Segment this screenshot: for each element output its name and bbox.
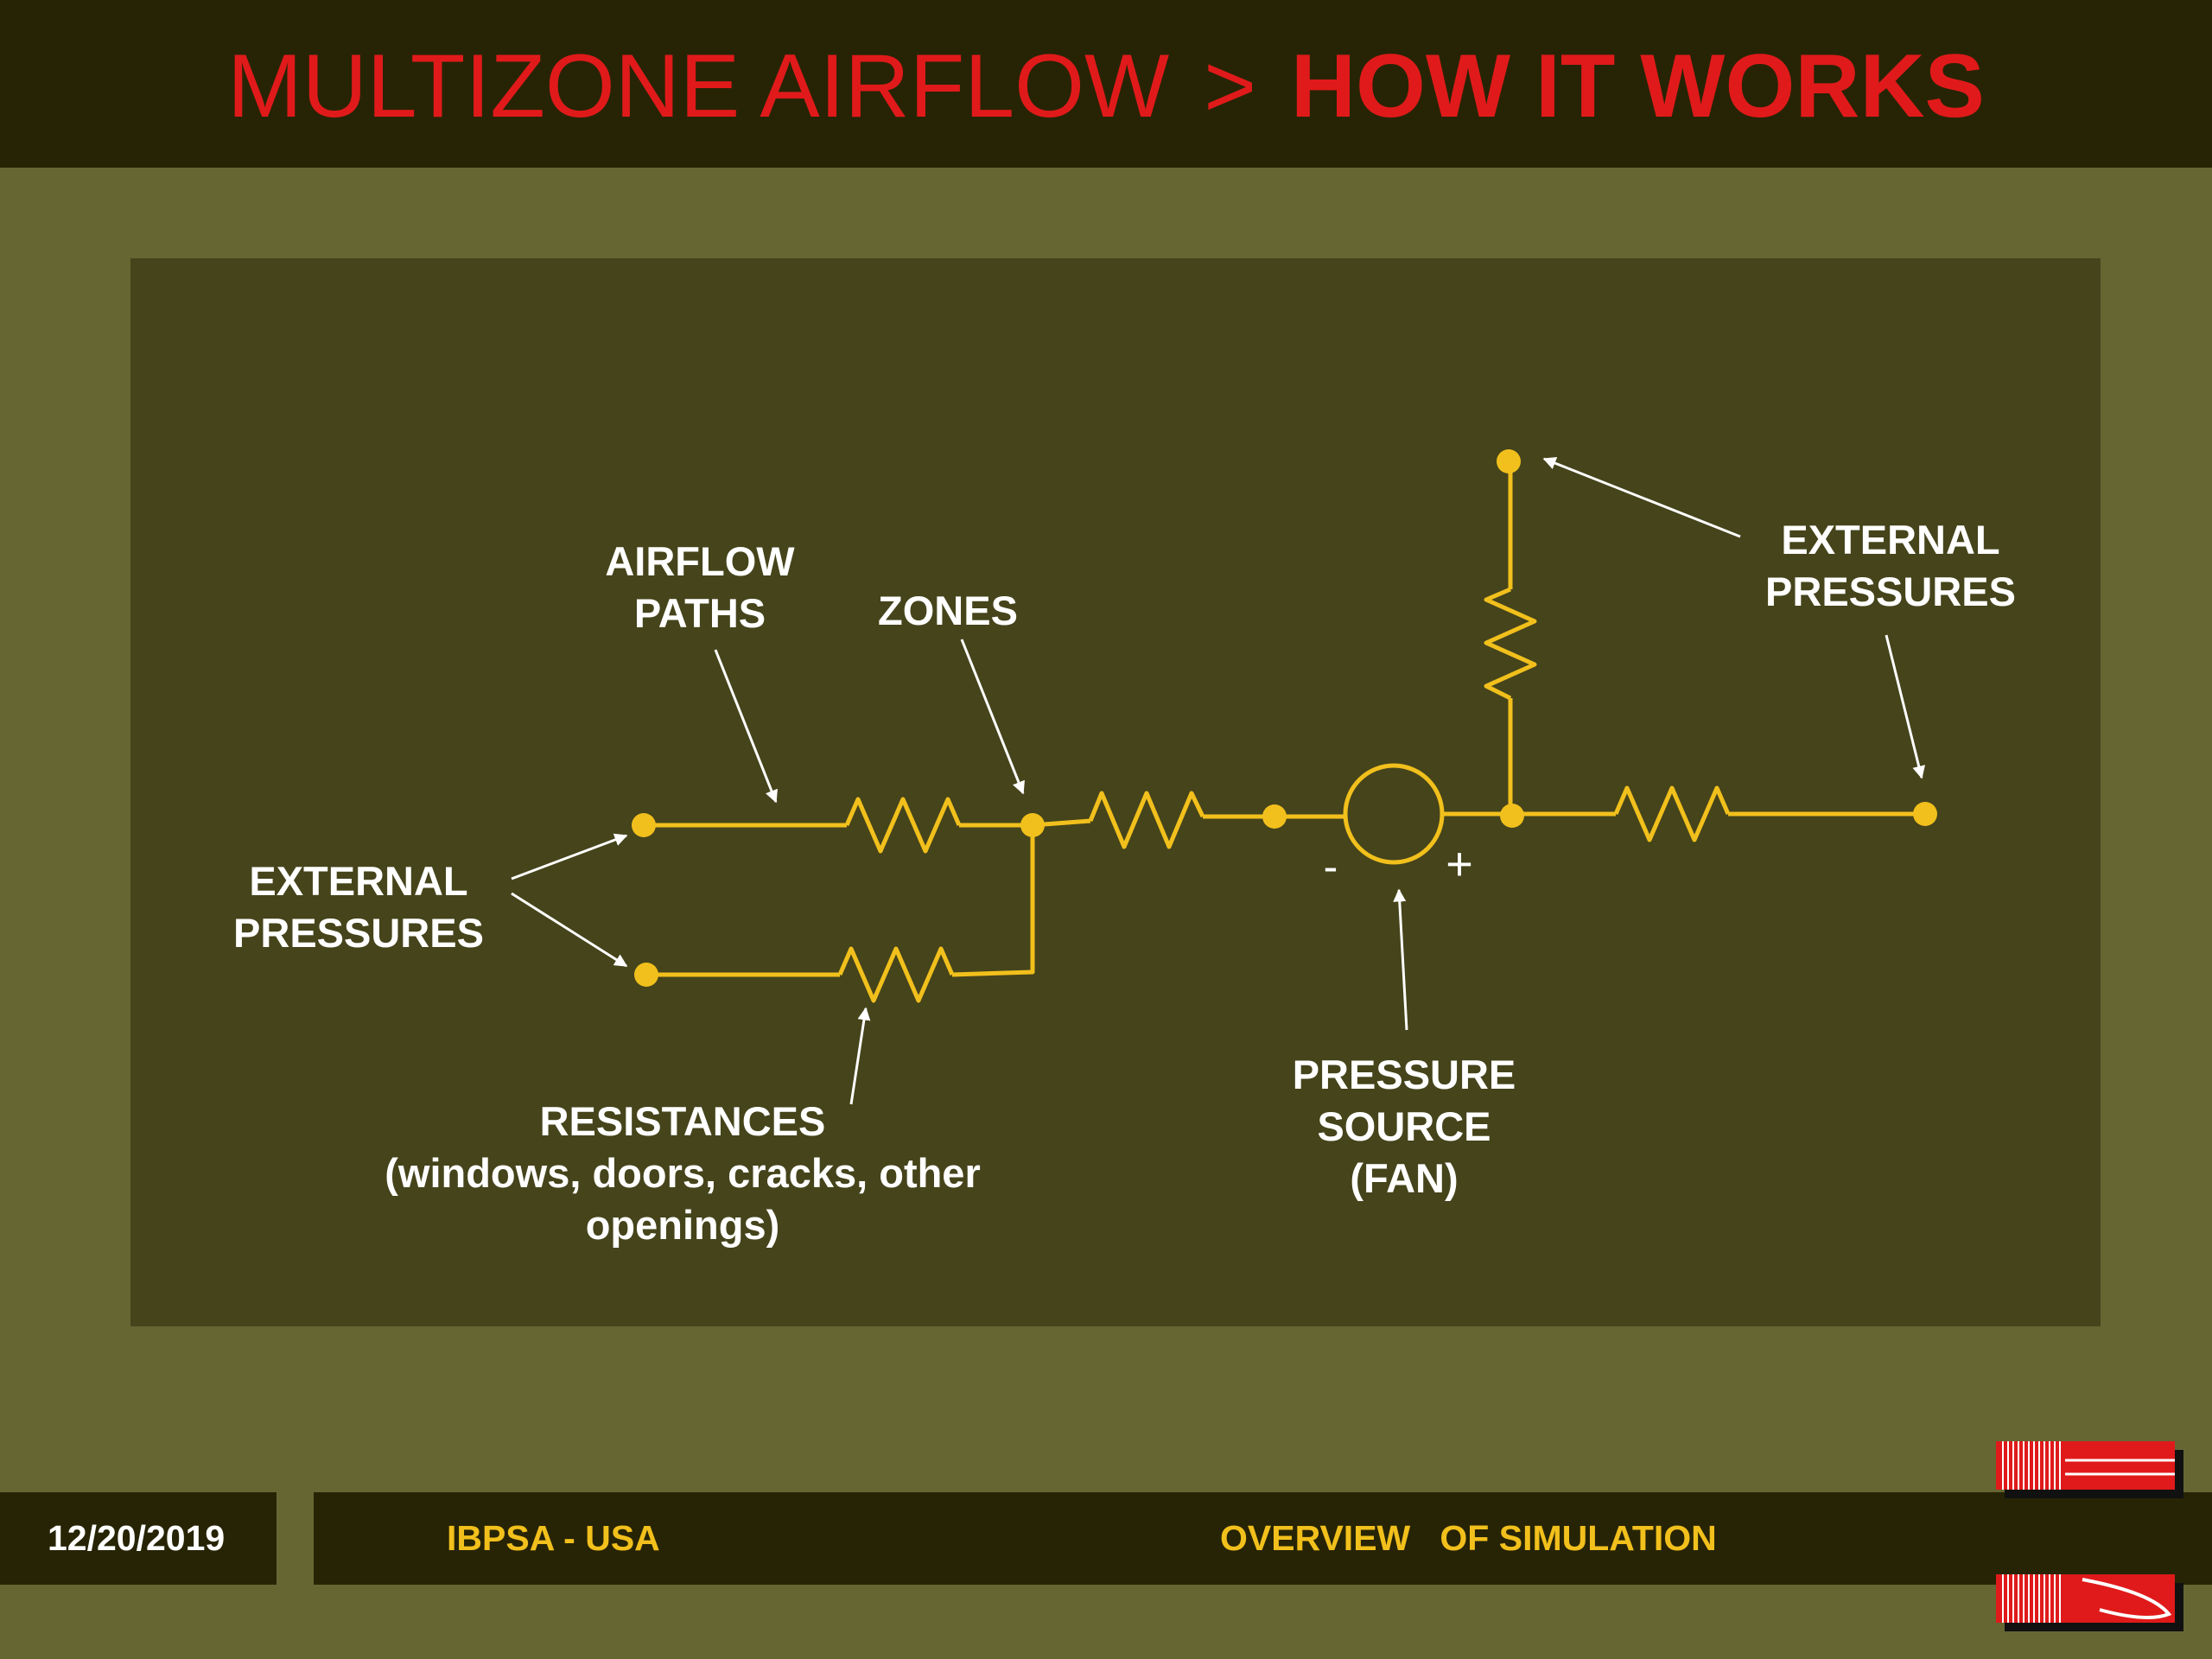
label-line: (FAN) <box>1350 1155 1459 1201</box>
label-resistances: RESISTANCES (windows, doors, cracks, oth… <box>337 1096 1028 1251</box>
header-bar: MULTIZONE AIRFLOW > HOW IT WORKS <box>0 0 2212 168</box>
label-external-pressures-right: EXTERNAL PRESSURES <box>1718 514 2063 618</box>
zone-node <box>1020 813 1045 837</box>
arrow-zones <box>960 639 1025 795</box>
footer-bar <box>314 1492 2212 1585</box>
resistor-top-left <box>844 797 962 854</box>
footer-title: OVERVIEW OF SIMULATION <box>1220 1518 1717 1558</box>
label-line: PRESSURES <box>1765 569 2016 614</box>
label-zones: ZONES <box>878 588 1018 633</box>
label-airflow-paths: AIRFLOW PATHS <box>527 536 873 639</box>
slide-title: MULTIZONE AIRFLOW > HOW IT WORKS <box>0 35 2212 138</box>
footer-date: 12/20/2019 <box>48 1518 226 1558</box>
title-section: MULTIZONE AIRFLOW <box>227 36 1170 137</box>
external-pressure-node-right <box>1913 802 1937 826</box>
fan-symbol <box>1343 763 1445 865</box>
title-separator: > <box>1204 36 1256 137</box>
label-line: PRESSURES <box>233 910 484 956</box>
label-line: PATHS <box>633 590 766 636</box>
fan-plus-sign: + <box>1446 838 1473 890</box>
external-pressure-node-top <box>1497 449 1521 474</box>
airflow-path-bottom-return <box>951 825 1035 977</box>
external-pressure-node-left-top <box>632 813 656 837</box>
zone-node-fan <box>1262 804 1287 829</box>
label-line: SOURCE <box>1317 1103 1491 1149</box>
title-topic: HOW IT WORKS <box>1290 36 1985 137</box>
arrow-external-right <box>1885 634 1926 779</box>
logo-block-top <box>1996 1441 2175 1490</box>
ibpsa-logo <box>1996 1441 2183 1631</box>
label-line: EXTERNAL <box>249 858 468 904</box>
resistor-vertical <box>1484 587 1537 701</box>
logo-swoosh <box>2082 1578 2172 1619</box>
zone-node-right <box>1500 804 1524 828</box>
label-pressure-source: PRESSURE SOURCE (FAN) <box>1231 1049 1577 1205</box>
label-line: RESISTANCES <box>539 1098 826 1144</box>
arrow-external-right-top <box>1542 457 1741 538</box>
arrow-airflow-paths <box>714 649 778 804</box>
diagram-panel <box>130 258 2101 1326</box>
external-pressure-node-left-bottom <box>634 963 658 987</box>
label-line: openings) <box>585 1202 780 1248</box>
footer-date-bar <box>0 1492 276 1585</box>
label-line: EXTERNAL <box>1781 517 2000 563</box>
label-line: PRESSURE <box>1292 1052 1516 1097</box>
resistor-middle <box>1088 791 1205 849</box>
fan-minus-sign: - <box>1323 842 1338 891</box>
label-line: AIRFLOW <box>605 538 795 584</box>
arrow-external-left-top <box>511 833 628 880</box>
arrow-resistances <box>849 1007 871 1105</box>
footer-org: IBPSA - USA <box>447 1518 660 1558</box>
label-external-pressures-left: EXTERNAL PRESSURES <box>186 855 531 959</box>
resistor-bottom <box>837 946 955 1003</box>
arrow-external-left-bottom <box>511 892 628 968</box>
resistor-right <box>1613 785 1731 842</box>
arrow-pressure-source <box>1393 888 1408 1031</box>
label-line: (windows, doors, cracks, other <box>385 1150 981 1196</box>
